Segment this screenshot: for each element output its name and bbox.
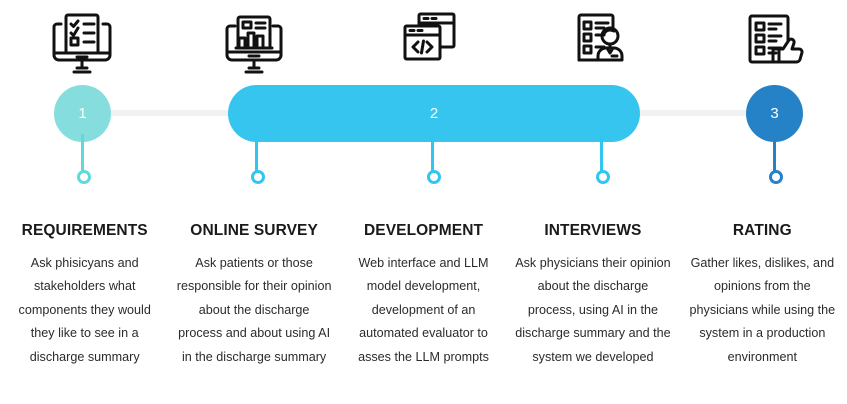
connector-stem-2 — [251, 134, 265, 184]
step-title-interviews: INTERVIEWS — [544, 222, 642, 239]
timeline-node-1-label: 1 — [78, 105, 87, 122]
timeline-rail-right — [628, 110, 778, 116]
step-body-online-survey: Ask patients or those responsible for th… — [176, 256, 332, 364]
connector-line-1 — [81, 134, 84, 174]
connector-line-5 — [773, 134, 776, 174]
step-body-requirements: Ask phisicyans and stakeholders what com… — [18, 256, 151, 364]
connector-dot-4 — [596, 170, 610, 184]
step-column-development: DEVELOPMENT Web interface and LLM model … — [339, 222, 508, 404]
step-title-requirements: REQUIREMENTS — [21, 222, 148, 239]
checklist-thumbsup-icon — [734, 4, 814, 80]
connector-dot-2 — [251, 170, 265, 184]
connector-line-4 — [600, 134, 603, 174]
step-column-online-survey: ONLINE SURVEY Ask patients or those resp… — [169, 222, 338, 404]
connector-line-2 — [255, 134, 258, 174]
step-title-development: DEVELOPMENT — [363, 222, 484, 239]
timeline-node-2[interactable]: 2 — [228, 85, 640, 142]
connector-stem-3 — [427, 134, 441, 184]
step-title-rating: RATING — [732, 222, 792, 239]
connector-line-3 — [431, 134, 434, 174]
timeline-rail-left — [100, 110, 250, 116]
step-column-rating: RATING Gather likes, dislikes, and opini… — [678, 222, 847, 404]
connector-stem-5 — [769, 134, 783, 184]
connector-stem-1 — [77, 134, 91, 184]
timeline-node-3-label: 3 — [770, 105, 779, 122]
step-column-interviews: INTERVIEWS Ask physicians their opinion … — [508, 222, 677, 404]
connector-stem-4 — [596, 134, 610, 184]
timeline-band: 1 2 3 — [0, 0, 847, 200]
monitor-bar-chart-icon — [214, 4, 294, 80]
connector-dot-3 — [427, 170, 441, 184]
step-body-development: Web interface and LLM model development,… — [358, 256, 489, 364]
monitor-checklist-icon — [42, 4, 122, 80]
timeline-node-3[interactable]: 3 — [746, 85, 803, 142]
step-title-online-survey: ONLINE SURVEY — [190, 222, 318, 239]
step-column-requirements: REQUIREMENTS Ask phisicyans and stakehol… — [0, 222, 169, 404]
connector-dot-1 — [77, 170, 91, 184]
step-body-rating: Gather likes, dislikes, and opinions fro… — [689, 256, 836, 364]
timeline-node-1[interactable]: 1 — [54, 85, 111, 142]
step-description-columns: REQUIREMENTS Ask phisicyans and stakehol… — [0, 222, 847, 404]
connector-dot-5 — [769, 170, 783, 184]
step-body-interviews: Ask physicians their opinion about the d… — [515, 256, 671, 364]
form-person-icon — [560, 4, 640, 80]
timeline-node-2-label: 2 — [429, 105, 439, 122]
code-windows-icon — [390, 4, 470, 80]
